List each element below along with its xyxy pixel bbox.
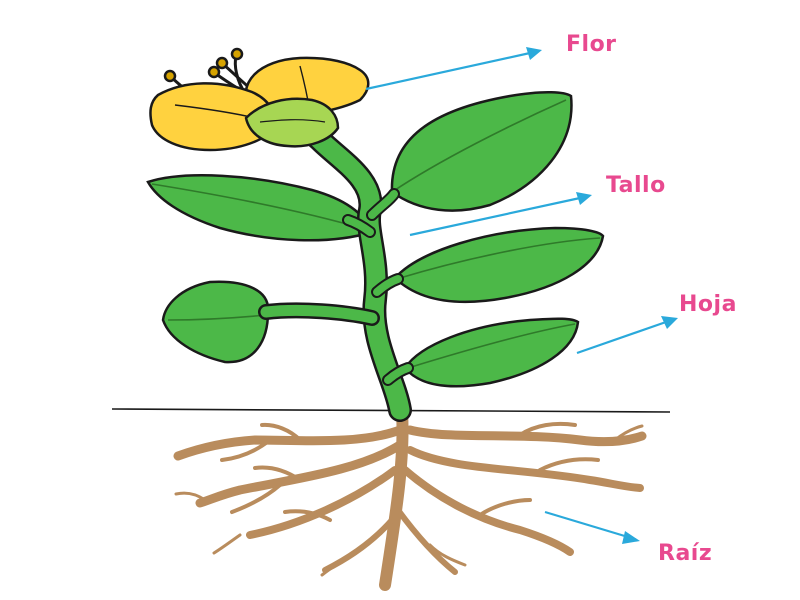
- root-label: Raíz: [658, 541, 713, 566]
- leaf-lower-right: [403, 317, 580, 388]
- sepal: [244, 97, 340, 148]
- pointer-arrows: [365, 47, 678, 544]
- leaves: [146, 91, 605, 388]
- petal-left: [149, 82, 277, 152]
- leaf-upper-right: [390, 91, 573, 212]
- stem-arrow: [409, 196, 581, 237]
- flower-arrow: [365, 51, 531, 91]
- root-arrow: [544, 510, 629, 539]
- flower: [149, 47, 370, 152]
- leaf-lower-left: [161, 280, 270, 364]
- stem-label: Tallo: [606, 173, 666, 198]
- roots: [173, 406, 647, 591]
- leaf-upper-left: [146, 174, 374, 242]
- leaf-middle-right: [393, 226, 605, 304]
- leaf-arrow: [576, 320, 667, 355]
- leaf-label: Hoja: [679, 292, 737, 317]
- flower-label: Flor: [566, 32, 617, 57]
- stem: [258, 113, 414, 422]
